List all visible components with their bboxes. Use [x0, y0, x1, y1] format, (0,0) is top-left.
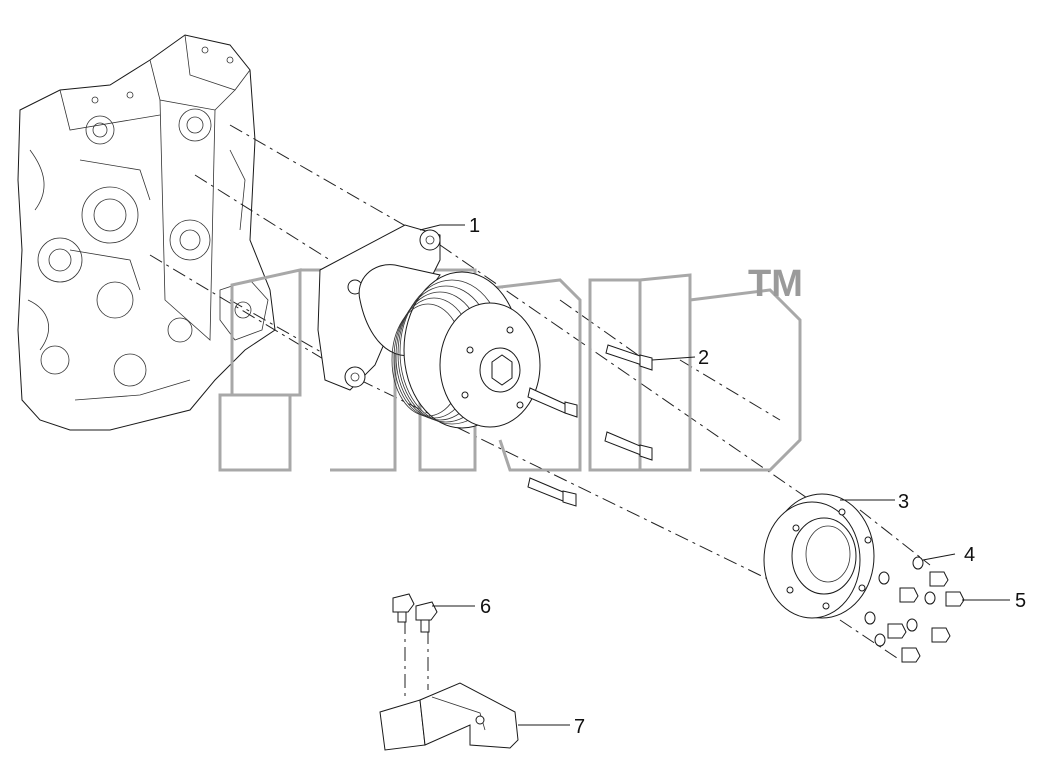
bolt [605, 344, 653, 371]
callout-5: 5 [1015, 590, 1026, 612]
engine-block [17, 34, 276, 431]
washers [864, 556, 936, 647]
bolt [945, 591, 965, 607]
callout-7: 7 [574, 716, 585, 738]
bolt [392, 593, 415, 623]
bolt [527, 387, 578, 418]
bolt [527, 477, 577, 507]
callout-3: 3 [898, 491, 909, 513]
pump-bolts [527, 344, 653, 507]
callout-4: 4 [964, 544, 975, 566]
mounting-bracket [379, 682, 519, 751]
callout-6: 6 [480, 596, 491, 618]
callout-labels: 1 2 3 4 5 6 7 [469, 215, 1026, 738]
bolt [415, 601, 438, 633]
flange-bolts [887, 571, 965, 663]
bracket-bolts [392, 593, 438, 633]
bolt [899, 587, 919, 603]
bolt [901, 647, 921, 663]
water-pump [317, 224, 541, 429]
callout-1: 1 [469, 215, 480, 237]
bolt [604, 431, 653, 461]
pump-flange [763, 493, 875, 619]
bolt [931, 627, 951, 643]
trademark-symbol: TM [748, 263, 803, 305]
bolt [929, 571, 949, 587]
leader-lines [419, 224, 1010, 726]
bolt [887, 623, 907, 639]
callout-2: 2 [698, 347, 709, 369]
